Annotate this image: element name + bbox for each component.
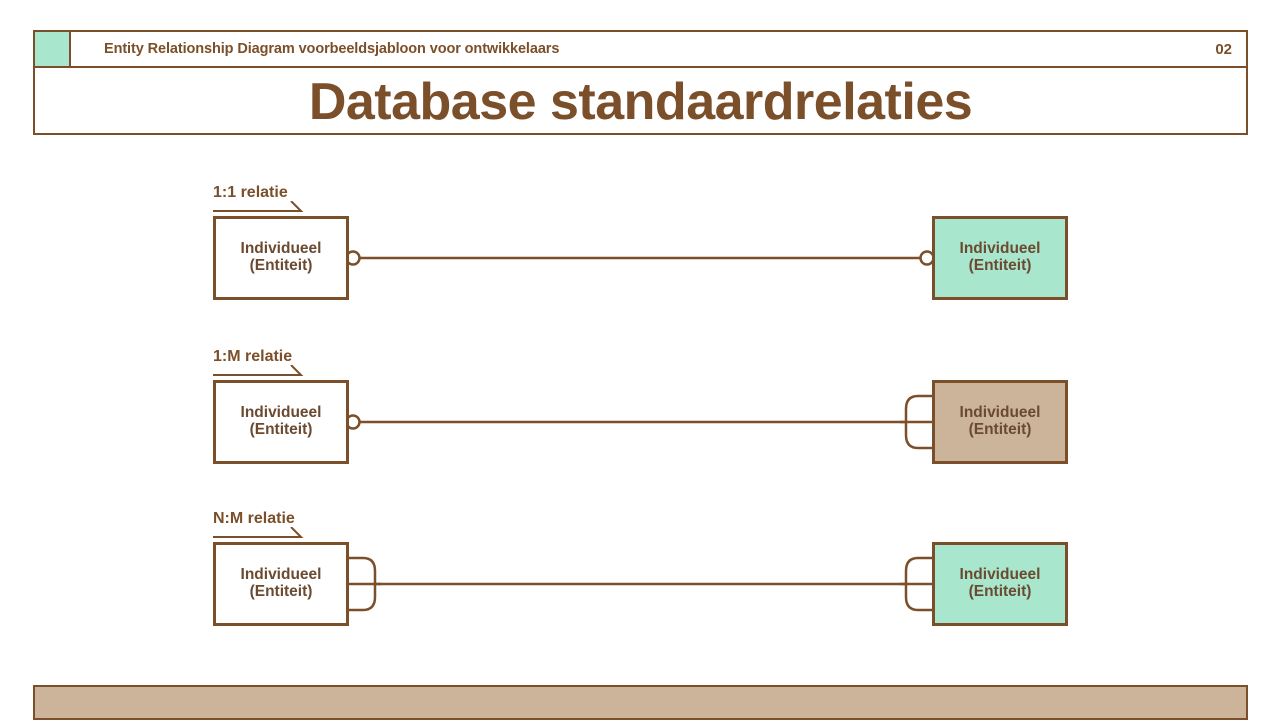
entity-name: Individueel [959,240,1041,258]
entity-type: (Entiteit) [968,583,1032,600]
entity-type: (Entiteit) [249,583,313,600]
entity-type: (Entiteit) [249,421,313,438]
cardinality-many-crowsfoot-right-icon [900,394,932,450]
header-top-bar: Entity Relationship Diagram voorbeeldsja… [35,32,1246,68]
entity-type: (Entiteit) [249,257,313,274]
entity-box-right-1-m[interactable]: Individueel (Entiteit) [932,380,1068,464]
underline-swoosh-icon [213,526,304,538]
entity-type: (Entiteit) [968,257,1032,274]
relation-underline-1-m [213,364,305,376]
header-subtitle: Entity Relationship Diagram voorbeeldsja… [104,41,560,57]
header-accent-swatch [35,32,71,66]
entity-box-left-n-m[interactable]: Individueel (Entiteit) [213,542,349,626]
page-title: Database standaardrelaties [308,72,973,131]
entity-box-left-1-1[interactable]: Individueel (Entiteit) [213,216,349,300]
slide-header: Entity Relationship Diagram voorbeeldsja… [33,30,1248,135]
underline-swoosh-icon [213,200,304,212]
slide-footer-bar [33,685,1248,720]
relation-label-n-m: N:M relatie [213,510,295,527]
entity-box-right-n-m[interactable]: Individueel (Entiteit) [932,542,1068,626]
entity-name: Individueel [240,566,322,584]
page-number: 02 [1215,40,1232,58]
relation-underline-n-m [213,526,305,538]
underline-swoosh-icon [213,364,304,376]
entity-name: Individueel [959,404,1041,422]
relation-connector-1-m [345,394,932,450]
relation-underline-1-1 [213,200,305,212]
entity-type: (Entiteit) [968,421,1032,438]
cardinality-many-crowsfoot-left-icon [349,556,381,612]
relation-connector-n-m [349,556,932,612]
relation-diagram-n-m: Individueel (Entiteit) Individueel (Enti… [0,541,1280,641]
entity-box-right-1-1[interactable]: Individueel (Entiteit) [932,216,1068,300]
relation-diagram-1-1: Individueel (Entiteit) Individueel (Enti… [0,215,1280,315]
relation-diagram-1-m: Individueel (Entiteit) Individueel (Enti… [0,379,1280,479]
relation-connector-1-1 [345,250,935,266]
entity-name: Individueel [240,240,322,258]
relation-label-1-m: 1:M relatie [213,348,293,365]
cardinality-many-crowsfoot-right-icon [900,556,932,612]
relation-label-1-1: 1:1 relatie [213,184,288,201]
entity-name: Individueel [959,566,1041,584]
entity-box-left-1-m[interactable]: Individueel (Entiteit) [213,380,349,464]
entity-name: Individueel [240,404,322,422]
